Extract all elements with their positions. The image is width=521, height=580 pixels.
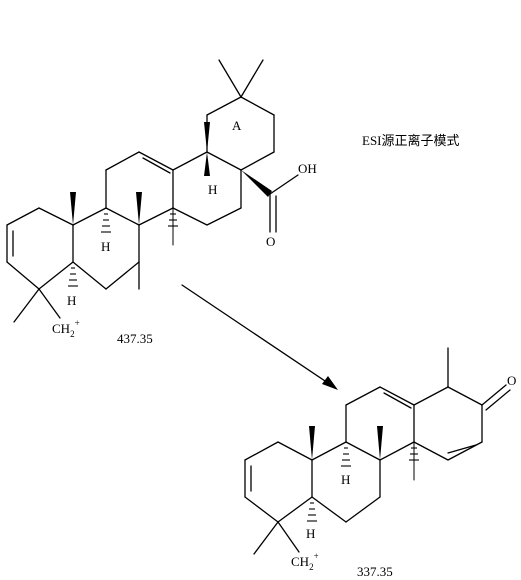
precursor-h-label-c18: H <box>208 182 217 197</box>
fragment-ring-1 <box>244 441 313 523</box>
fragment-c4-ch2-bond <box>277 521 300 553</box>
precursor-carbonyl-o-label: O <box>266 234 275 249</box>
precursor-methyl-wedge-c8 <box>136 192 142 225</box>
reaction-arrow <box>181 284 338 390</box>
precursor-ring-2 <box>72 207 140 290</box>
precursor-hash-c9 <box>101 213 111 233</box>
fragment-h-label-c9: H <box>341 472 350 487</box>
fragment-c-o-bond <box>481 384 507 406</box>
fragment-h-label-c5: H <box>306 526 315 541</box>
precursor-h-label-c9: H <box>101 239 110 254</box>
ionization-mode-label: ESI源正离子模式 <box>362 133 460 148</box>
precursor-alkene-double-bond <box>142 157 171 174</box>
precursor-cation-label: CH2+ <box>52 318 80 339</box>
precursor-hash-c5 <box>68 267 78 287</box>
fragment-hash-c5 <box>307 502 317 522</box>
fragment-cation-label: CH2+ <box>291 551 319 572</box>
precursor-hash-c14 <box>168 213 178 227</box>
precursor-hydroxyl-label: OH <box>298 161 317 176</box>
fragment-ketone-o-label: O <box>507 373 516 388</box>
precursor-ring-5 <box>206 96 275 171</box>
precursor-methyl-wedge-c10 <box>70 192 76 225</box>
fragment-ring-3 <box>345 386 415 461</box>
fragment-hash-c9 <box>341 447 351 467</box>
fragment-hash-c14 <box>409 447 419 461</box>
precursor-ring-a-label: A <box>232 118 242 133</box>
fragment-alkene-double-bond <box>383 392 412 409</box>
precursor-mz-label: 437.35 <box>117 331 153 346</box>
fragment-methyl-wedge-c8 <box>377 426 383 460</box>
reaction-arrow-head <box>322 376 338 390</box>
precursor-ring-1 <box>6 207 74 290</box>
precursor-c4-ch2-bond <box>38 288 61 319</box>
precursor-structure: A OH O H H H CH2+ 437.35 <box>6 59 317 346</box>
fragment-mz-label: 337.35 <box>357 564 393 579</box>
fragment-c-o-double-bond <box>485 389 511 411</box>
fragment-structure: O H H CH2+ 337.35 <box>244 347 516 579</box>
precursor-gem-methyl-right <box>240 59 264 98</box>
precursor-cooh-wedge <box>241 170 272 197</box>
precursor-c4-methyl <box>13 288 40 323</box>
fragment-c4-methyl <box>253 521 279 555</box>
precursor-gem-methyl-left <box>218 59 242 98</box>
fragment-ring-4 <box>413 386 483 461</box>
precursor-h-label-c5: H <box>67 293 76 308</box>
precursor-h-wedge-c18 <box>204 152 210 176</box>
fragment-enone-double-bond <box>447 444 477 454</box>
precursor-c-oh-bond <box>269 174 299 195</box>
fragment-methyl-wedge-c10 <box>309 426 315 460</box>
precursor-wedge-c18-up <box>204 122 210 152</box>
fragment-ring-2 <box>311 441 381 523</box>
precursor-ring-4 <box>172 151 242 226</box>
precursor-ring-3 <box>105 151 174 226</box>
